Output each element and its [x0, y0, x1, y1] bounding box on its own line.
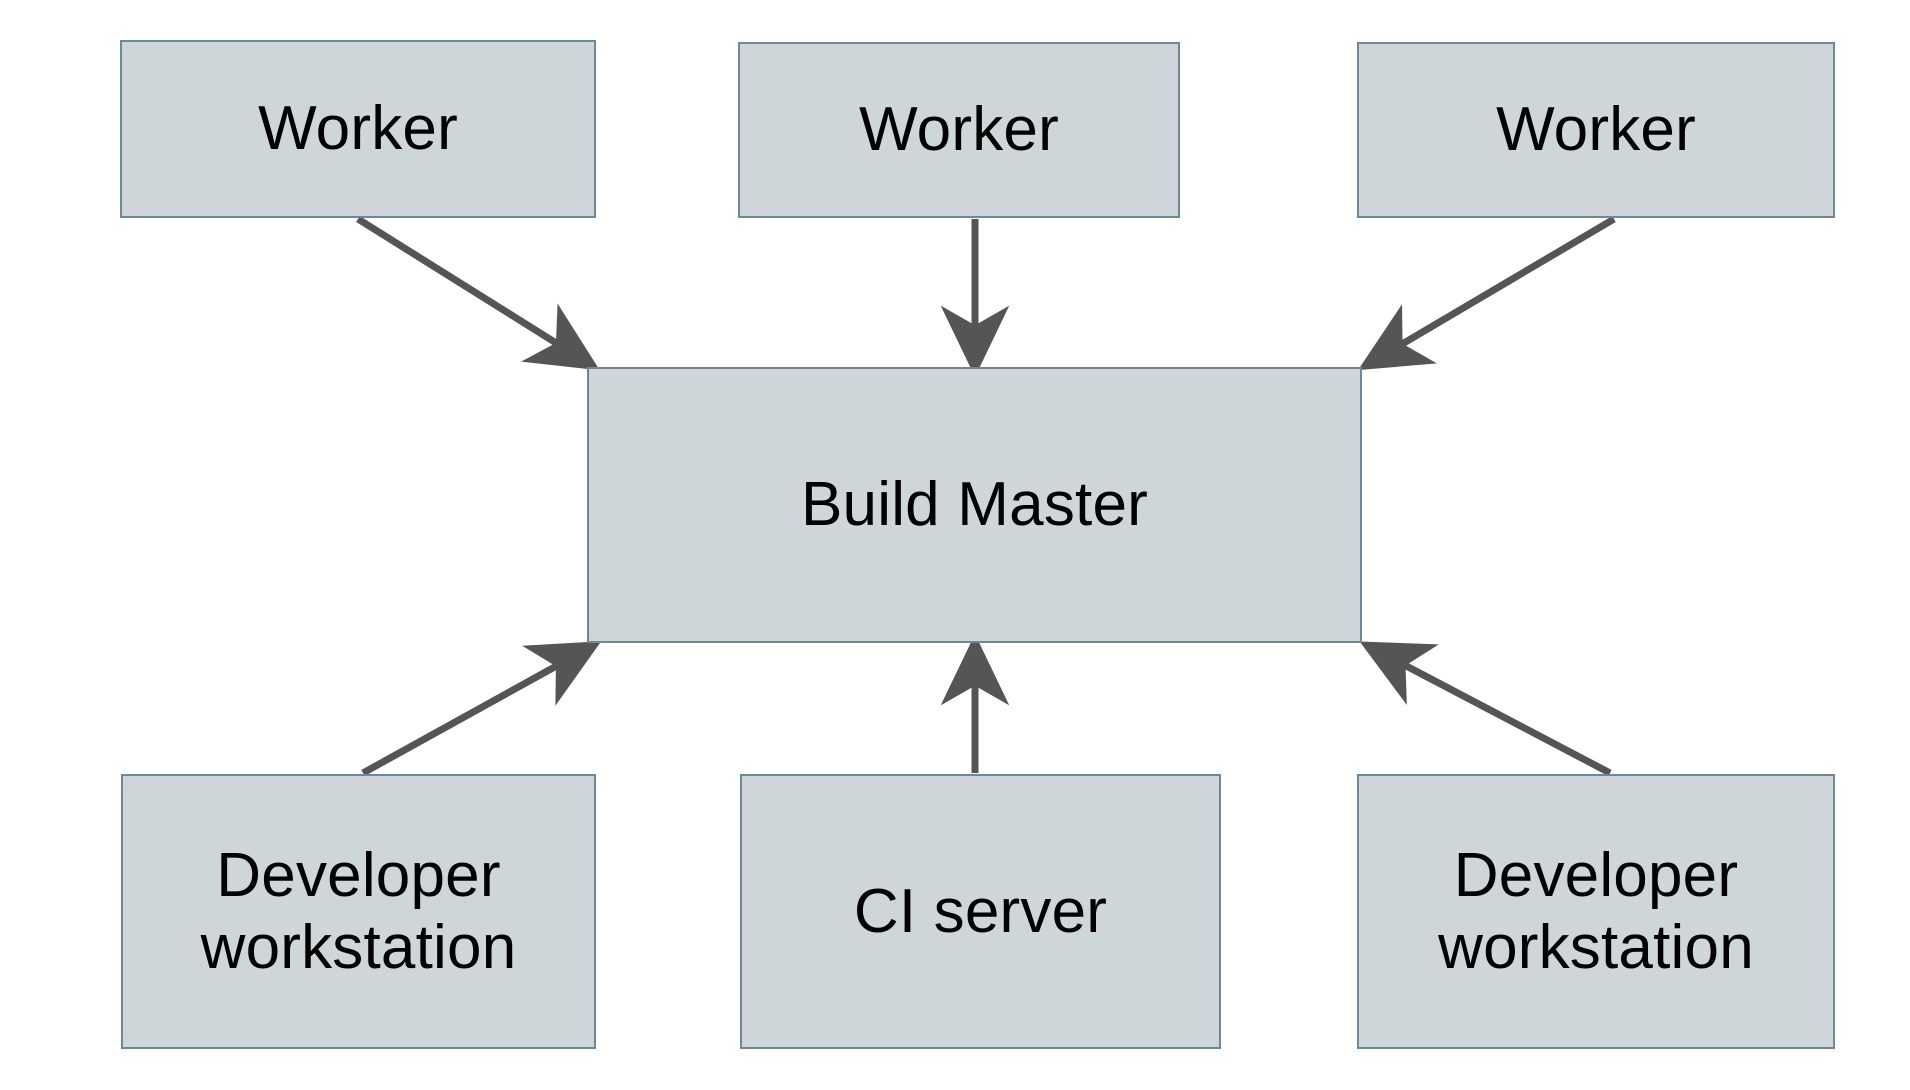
- node-label-developer-workstation-left: Developer workstation: [200, 840, 517, 982]
- node-label-worker-right: Worker: [1496, 95, 1696, 165]
- node-label-worker-center: Worker: [859, 95, 1059, 165]
- edge-dev-left-to-master: [361, 641, 602, 777]
- node-label-worker-left: Worker: [258, 94, 458, 164]
- node-label-build-master: Build Master: [801, 470, 1148, 540]
- node-worker-center[interactable]: Worker: [738, 42, 1180, 218]
- node-developer-workstation-left[interactable]: Developer workstation: [121, 774, 596, 1049]
- edge-worker-right-to-master: [1357, 215, 1616, 371]
- node-label-developer-workstation-right: Developer workstation: [1438, 840, 1754, 982]
- node-ci-server[interactable]: CI server: [740, 774, 1221, 1049]
- node-label-ci-server: CI server: [853, 876, 1108, 946]
- edge-worker-left-to-master: [356, 216, 600, 371]
- node-worker-left[interactable]: Worker: [120, 40, 596, 218]
- node-worker-right[interactable]: Worker: [1357, 42, 1835, 218]
- node-build-master[interactable]: Build Master: [587, 367, 1362, 643]
- node-developer-workstation-right[interactable]: Developer workstation: [1357, 774, 1835, 1049]
- edge-dev-right-to-master: [1359, 641, 1612, 777]
